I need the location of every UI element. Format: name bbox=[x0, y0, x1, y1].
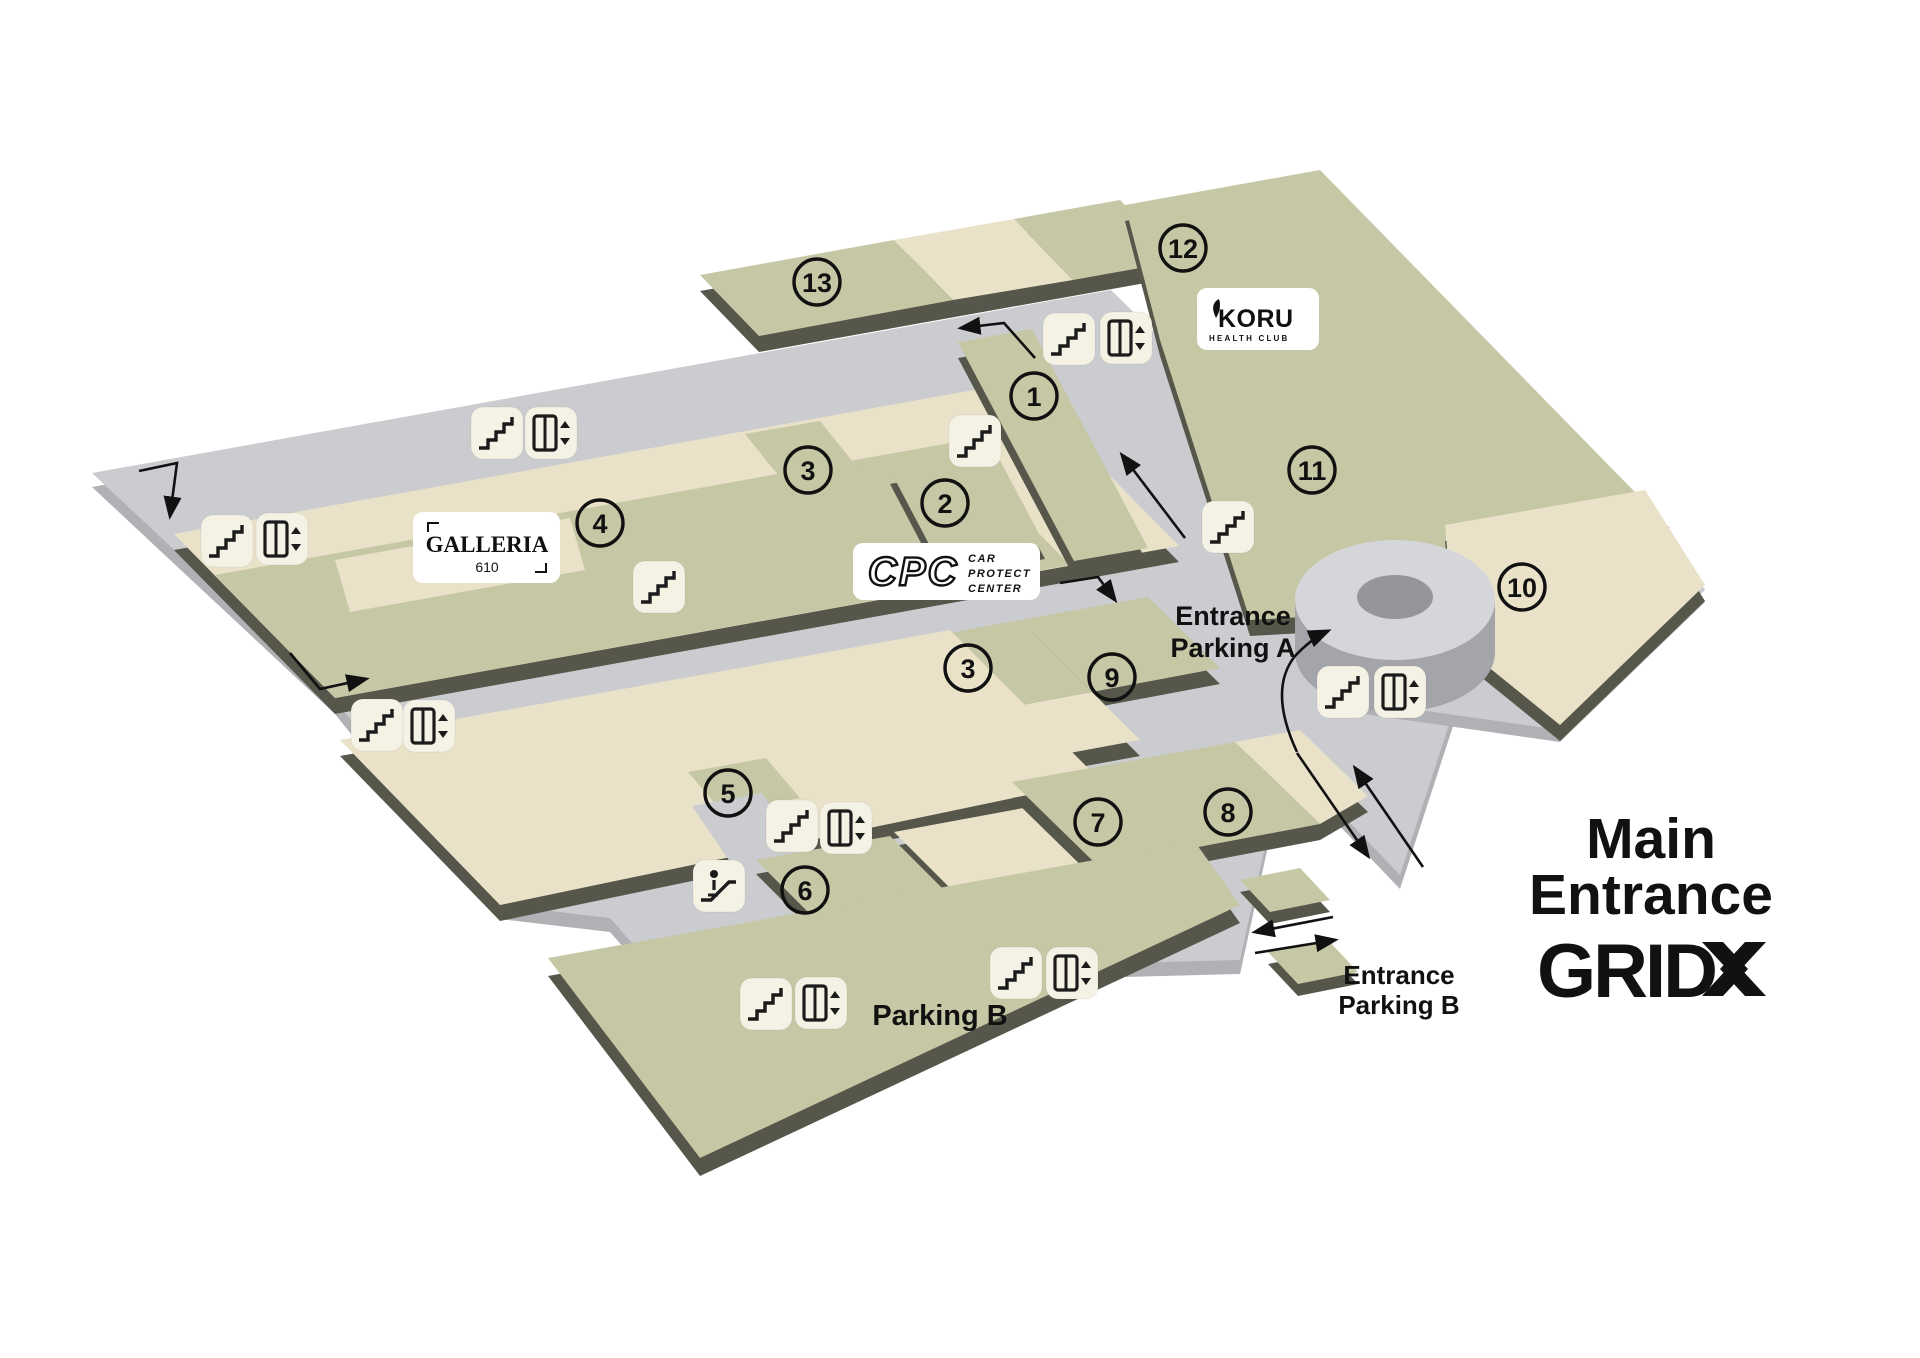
svg-text:13: 13 bbox=[802, 268, 832, 298]
svg-text:1: 1 bbox=[1026, 382, 1041, 412]
svg-text:8: 8 bbox=[1220, 798, 1235, 828]
svg-text:12: 12 bbox=[1168, 234, 1198, 264]
escalator-icon bbox=[692, 859, 746, 913]
entrance-parking-b-label-line1: Entrance bbox=[1343, 960, 1454, 990]
elevator-icon bbox=[819, 801, 873, 855]
building-block-1-2 bbox=[890, 329, 1148, 579]
direction-arrow bbox=[1254, 934, 1339, 955]
building-block-parking-b bbox=[548, 842, 1358, 1176]
koru-title: KORU bbox=[1218, 305, 1294, 333]
direction-arrow bbox=[1295, 752, 1371, 860]
stairs-icon bbox=[200, 514, 254, 568]
svg-text:6: 6 bbox=[797, 876, 812, 906]
svg-text:2: 2 bbox=[937, 489, 952, 519]
elevator-icon bbox=[1099, 311, 1153, 365]
cpc-tagline-2: PROTECT bbox=[968, 568, 1031, 580]
stairs-icon bbox=[1316, 665, 1370, 719]
svg-text:5: 5 bbox=[720, 779, 735, 809]
svg-text:3: 3 bbox=[800, 456, 815, 486]
building-block-7-8 bbox=[1012, 730, 1368, 882]
galleria-title: GALLERIA bbox=[426, 532, 549, 557]
elevator-icon bbox=[524, 406, 578, 460]
stairs-icon bbox=[470, 406, 524, 460]
direction-arrow bbox=[138, 461, 182, 520]
building-block-13 bbox=[700, 200, 1179, 352]
entrance-parking-a-label-line1: Entrance bbox=[1175, 601, 1291, 631]
unit-marker-5: 5 bbox=[703, 768, 753, 818]
cpc-tagline-3: CENTER bbox=[968, 583, 1022, 595]
elevator-icon bbox=[1045, 946, 1099, 1000]
main-entrance-label-line1: Main bbox=[1586, 807, 1716, 871]
elevator-icon bbox=[1373, 665, 1427, 719]
direction-arrow bbox=[289, 652, 370, 693]
stairs-icon bbox=[765, 799, 819, 853]
stairs-icon bbox=[1201, 500, 1255, 554]
koru-subtitle: HEALTH CLUB bbox=[1209, 334, 1290, 343]
unit-marker-1: 1 bbox=[1009, 371, 1059, 421]
svg-text:7: 7 bbox=[1090, 808, 1105, 838]
direction-arrow bbox=[957, 316, 1036, 359]
entrance-parking-b-label-line2: Parking B bbox=[1338, 990, 1459, 1020]
unit-marker-3: 3 bbox=[783, 445, 833, 495]
koru-leaf-icon bbox=[1213, 299, 1220, 318]
stairs-icon bbox=[739, 977, 793, 1031]
building-block-10 bbox=[1445, 490, 1705, 741]
unit-marker-8: 8 bbox=[1203, 787, 1253, 837]
stairs-icon bbox=[632, 560, 686, 614]
elevator-icon bbox=[255, 512, 309, 566]
galleria-number: 610 bbox=[475, 559, 499, 575]
unit-marker-7: 7 bbox=[1073, 797, 1123, 847]
unit-marker-4: 4 bbox=[575, 498, 625, 548]
elevator-icon bbox=[794, 976, 848, 1030]
unit-marker-13: 13 bbox=[792, 257, 842, 307]
stairs-icon bbox=[948, 414, 1002, 468]
gridx-text: GRID bbox=[1537, 929, 1715, 1014]
unit-marker-9: 9 bbox=[1087, 652, 1137, 702]
stairs-icon bbox=[350, 698, 404, 752]
svg-text:11: 11 bbox=[1298, 456, 1327, 486]
direction-arrows bbox=[138, 316, 1425, 955]
direction-arrow bbox=[1119, 451, 1187, 539]
svg-text:9: 9 bbox=[1104, 663, 1119, 693]
svg-text:3: 3 bbox=[960, 654, 975, 684]
elevator-icon bbox=[402, 699, 456, 753]
direction-arrow bbox=[1280, 629, 1332, 753]
stairs-icon bbox=[989, 946, 1043, 1000]
galleria-logo: GALLERIA 610 bbox=[413, 512, 560, 583]
direction-arrow bbox=[1059, 575, 1118, 604]
cpc-tagline-1: CAR bbox=[968, 553, 996, 565]
parking-b-label: Parking B bbox=[872, 1000, 1007, 1032]
unit-marker-11: 11 bbox=[1287, 445, 1337, 495]
cpc-logo: CPC CAR PROTECT CENTER bbox=[853, 543, 1040, 600]
svg-text:10: 10 bbox=[1507, 573, 1537, 603]
unit-marker-3: 3 bbox=[943, 643, 993, 693]
gridx-logo: GRID bbox=[1537, 929, 1766, 1014]
cpc-abbr: CPC bbox=[868, 550, 958, 594]
direction-arrow bbox=[1251, 915, 1334, 938]
unit-marker-10: 10 bbox=[1497, 562, 1547, 612]
unit-marker-6: 6 bbox=[780, 865, 830, 915]
gridx-x-icon bbox=[1702, 942, 1766, 996]
facility-icons bbox=[200, 311, 1427, 1031]
unit-marker-12: 12 bbox=[1158, 223, 1208, 273]
unit-marker-2: 2 bbox=[920, 478, 970, 528]
koru-logo: KORU HEALTH CLUB bbox=[1197, 288, 1319, 350]
direction-arrow bbox=[1352, 764, 1425, 868]
main-entrance-label-line2: Entrance bbox=[1529, 863, 1773, 927]
entrance-parking-a-label-line2: Parking A bbox=[1170, 633, 1295, 663]
stairs-icon bbox=[1042, 312, 1096, 366]
svg-text:4: 4 bbox=[592, 509, 607, 539]
